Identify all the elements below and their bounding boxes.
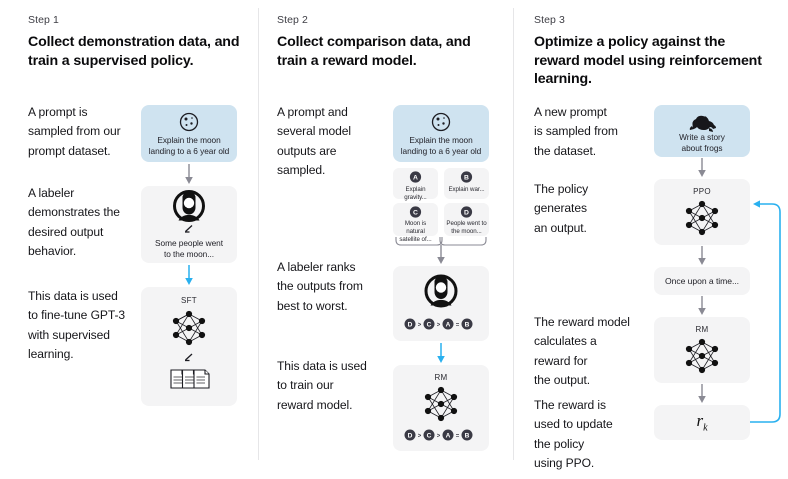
step-2-prompt-card[interactable]: Explain the moon landing to a 6 year old — [393, 105, 489, 162]
person-icon — [173, 190, 205, 233]
neural-net-icon — [685, 338, 719, 374]
neural-net-icon — [170, 310, 210, 389]
step-1-paragraph-2: A labeler demonstrates the desired outpu… — [28, 186, 120, 259]
step-3-title: Optimize a policy against the reward mod… — [534, 34, 762, 87]
step-1-paragraph-3: This data is used to fine-tune GPT-3 wit… — [28, 289, 126, 362]
badge-c-icon: C — [409, 206, 422, 218]
step-2-labeler-ranking-card[interactable]: D > C > A = B — [393, 266, 489, 341]
arrow-rm-to-reward — [698, 384, 706, 403]
step-2-label: Step 2 — [277, 14, 308, 26]
svg-text:=: = — [456, 433, 460, 439]
step-3-rm-title: RM — [695, 325, 709, 334]
frog-icon — [689, 115, 716, 132]
step-3-prompt-card[interactable]: Write a story about frogs — [654, 105, 750, 157]
svg-text:>: > — [437, 433, 441, 439]
step-2-prompt-text: Explain the moon landing to a 6 year old — [400, 135, 482, 157]
arrow-prompt-to-labeler — [185, 164, 193, 184]
svg-text:C: C — [427, 432, 432, 439]
pencil-icon — [185, 353, 193, 362]
output-card-c[interactable]: C Moon is natural satellite of... — [393, 203, 438, 243]
output-card-b[interactable]: B Explain war... — [444, 168, 489, 199]
moon-icon — [431, 112, 451, 132]
arrow-ranking-to-rm — [437, 343, 445, 363]
svg-text:=: = — [456, 322, 460, 328]
step-3-paragraph-1: A new prompt is sampled from the dataset… — [534, 105, 618, 158]
output-c-text: Moon is natural satellite of... — [399, 220, 432, 243]
feedback-loop-arrow — [750, 200, 781, 423]
reward-symbol: rk — [654, 411, 750, 433]
pencil-icon — [185, 225, 193, 233]
svg-text:B: B — [465, 321, 470, 328]
person-icon — [424, 274, 458, 308]
step-2-rm-card[interactable]: RM D > — [393, 365, 489, 451]
step-1-sft-title: SFT — [180, 296, 197, 305]
svg-text:>: > — [418, 433, 422, 439]
step-1-prompt-text: Explain the moon landing to a 6 year old — [148, 135, 230, 157]
step-3-paragraph-2: The policy generates an output. — [534, 182, 589, 235]
svg-text:>: > — [437, 322, 441, 328]
step-3-reward-card[interactable]: rk — [654, 405, 750, 440]
step-1-column: Step 1 Collect demonstration data, and t… — [0, 0, 258, 479]
svg-text:>: > — [418, 322, 422, 328]
svg-text:A: A — [446, 321, 451, 328]
step-1-labeler-card[interactable]: Some people went to the moon... — [141, 186, 237, 263]
step-1-title: Collect demonstration data, and train a … — [28, 34, 240, 69]
output-card-a[interactable]: A Explain gravity... — [393, 168, 438, 201]
svg-text:D: D — [408, 321, 413, 328]
step-2-title: Collect comparison data, and train a rew… — [277, 34, 471, 69]
step-2-paragraph-2: A labeler ranks the outputs from best to… — [277, 260, 363, 313]
column-divider-2 — [513, 8, 514, 460]
step-3-output-text: Once upon a time... — [664, 276, 740, 286]
step-3-column: Step 3 Optimize a policy against the rew… — [514, 0, 788, 479]
step-3-paragraph-3: The reward model calculates a reward for… — [534, 315, 630, 388]
column-divider-1 — [258, 8, 259, 460]
output-a-text: Explain gravity... — [404, 186, 427, 201]
step-1-labeler-text: Some people went to the moon... — [155, 238, 223, 260]
badge-d-icon: D — [460, 206, 473, 218]
step-1-sft-card[interactable]: SFT — [141, 287, 237, 406]
output-d-text: People went to the moon... — [446, 220, 487, 235]
svg-text:A: A — [446, 432, 451, 439]
badge-b-icon: B — [460, 171, 473, 183]
svg-text:C: C — [427, 321, 432, 328]
svg-text:A: A — [413, 175, 418, 182]
moon-icon — [179, 112, 199, 132]
step-1-prompt-card[interactable]: Explain the moon landing to a 6 year old — [141, 105, 237, 162]
svg-text:D: D — [464, 210, 469, 217]
step-2-paragraph-1: A prompt and several model outputs are s… — [277, 105, 351, 178]
step-1-paragraph-1: A prompt is sampled from our prompt data… — [28, 105, 121, 158]
svg-text:D: D — [408, 432, 413, 439]
neural-net-icon: D > C > A = B — [404, 386, 473, 441]
step-2-rm-title: RM — [434, 373, 448, 382]
step-3-rm-card[interactable]: RM — [654, 317, 750, 383]
step-2-column: Step 2 Collect comparison data, and trai… — [259, 0, 513, 479]
brace-arrow-to-ranking — [395, 237, 487, 264]
svg-text:C: C — [413, 210, 418, 217]
neural-net-icon — [685, 200, 719, 236]
arrow-labeler-to-sft — [185, 265, 193, 285]
step-3-output-card[interactable]: Once upon a time... — [654, 267, 750, 295]
output-b-text: Explain war... — [448, 186, 485, 193]
reward-r: r — [696, 411, 704, 430]
badge-a-icon: A — [409, 171, 422, 183]
arrow-ppo-to-output — [698, 246, 706, 265]
step-3-label: Step 3 — [534, 14, 565, 26]
step-3-paragraph-4: The reward is used to update the policy … — [534, 398, 613, 471]
arrow-output-to-rm — [698, 296, 706, 315]
step-1-label: Step 1 — [28, 14, 59, 26]
step-2-paragraph-3: This data is used to train our reward mo… — [277, 359, 367, 412]
step-3-ppo-title: PPO — [693, 187, 711, 196]
step-3-prompt-text: Write a story about frogs — [679, 132, 725, 154]
arrow-prompt-to-ppo — [698, 158, 706, 177]
ranking-badges: D > C > A = B — [404, 318, 473, 330]
output-card-d[interactable]: D People went to the moon... — [444, 203, 489, 236]
reward-k: k — [703, 422, 708, 434]
svg-text:B: B — [465, 432, 470, 439]
step-3-ppo-card[interactable]: PPO — [654, 179, 750, 245]
svg-text:B: B — [464, 175, 469, 182]
documents-icon — [170, 369, 210, 389]
